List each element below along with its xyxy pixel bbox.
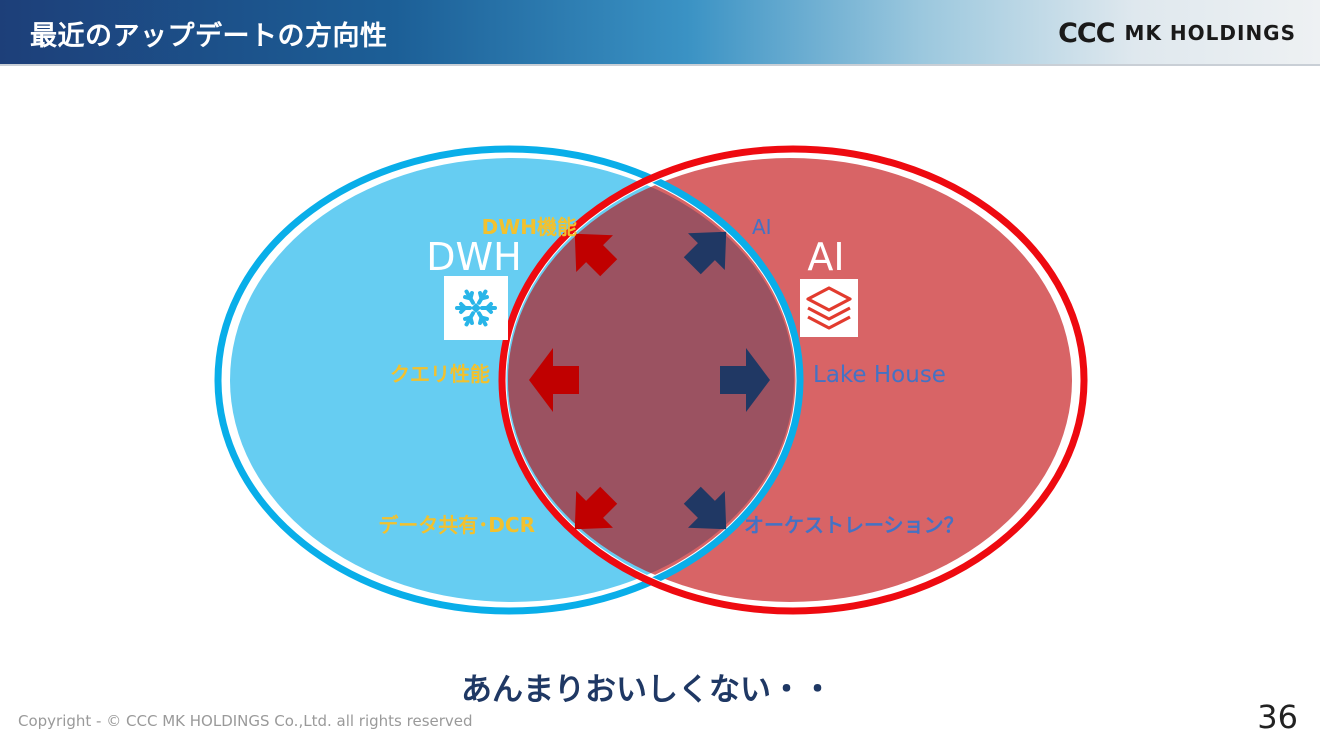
label-dwh-function: DWH機能 (482, 215, 577, 239)
label-orchestration: オーケストレーション？ (744, 513, 964, 537)
page-number: 36 (1257, 698, 1298, 736)
copyright-footer: Copyright - © CCC MK HOLDINGS Co.,Ltd. a… (18, 712, 473, 730)
arrow-up-left (574, 233, 618, 277)
ai-title: AI (807, 235, 844, 279)
snowflake-icon (444, 276, 508, 340)
arrow-up-right (683, 231, 727, 275)
arrow-down-right (683, 486, 727, 530)
arrow-right (720, 348, 770, 412)
dwh-circle-ring (214, 145, 804, 615)
dwh-title: DWH (426, 235, 521, 279)
overlap-area (508, 158, 794, 602)
header-bar: 最近のアップデートの方向性 CCC MK HOLDINGS (0, 0, 1320, 64)
arrow-down-left (574, 486, 618, 530)
label-query-performance: クエリ性能 (390, 362, 490, 386)
label-lake-house: Lake House (813, 362, 946, 388)
ai-circle-ring (498, 145, 1088, 615)
slide-title: 最近のアップデートの方向性 (30, 21, 388, 52)
arrow-left (529, 348, 579, 412)
logo-text: MK HOLDINGS (1124, 21, 1296, 45)
header-divider (0, 64, 1320, 66)
label-data-sharing: データ共有･DCR (378, 513, 535, 537)
databricks-layers-icon (800, 279, 858, 337)
slide-caption: あんまりおいしくない・・ (461, 672, 833, 708)
label-ai: AI (752, 215, 772, 239)
company-logo: CCC MK HOLDINGS (1058, 17, 1296, 49)
logo-mark: CCC (1058, 17, 1115, 49)
